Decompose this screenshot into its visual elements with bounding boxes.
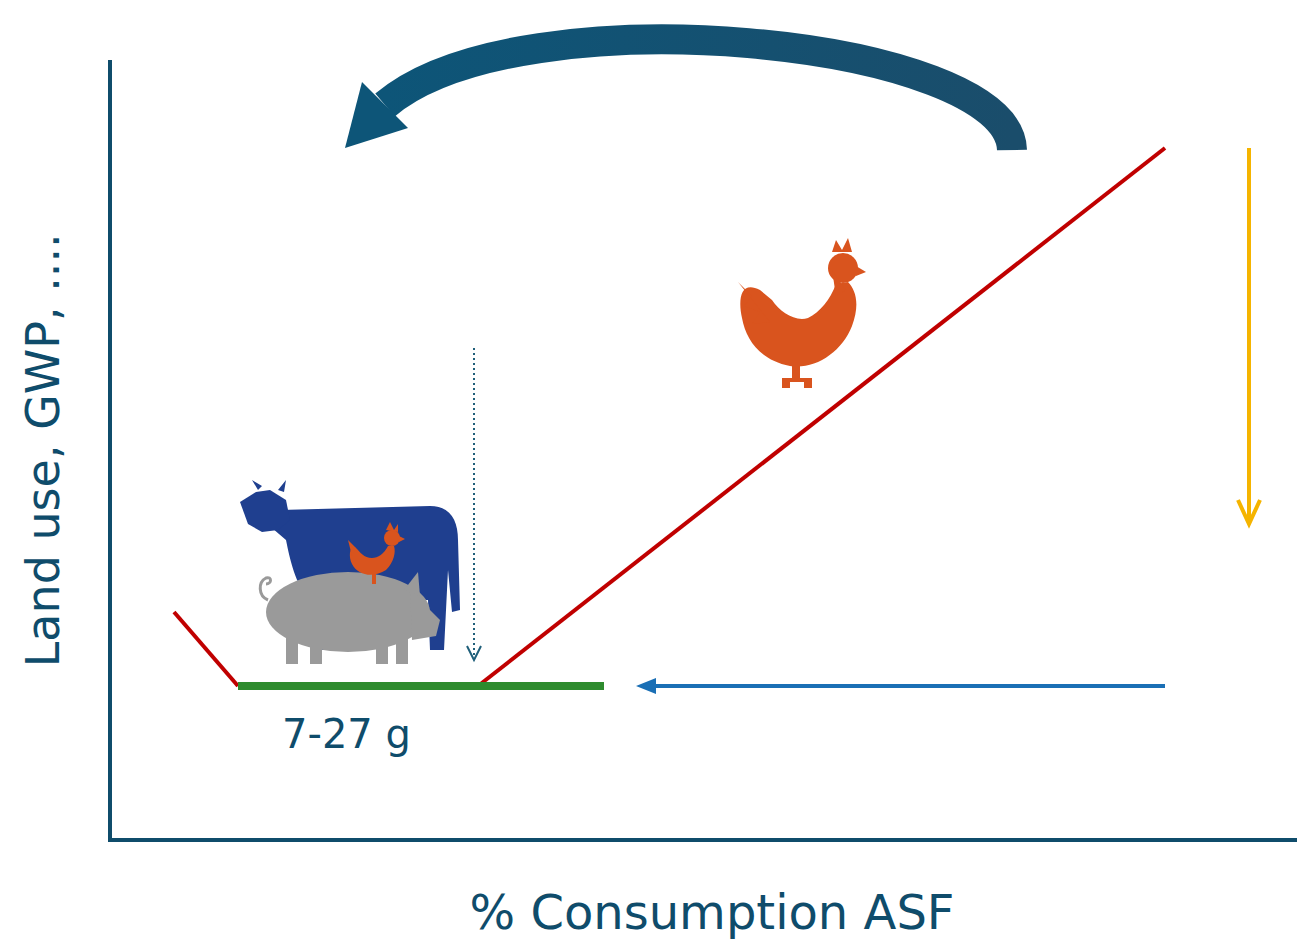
pig-leg — [286, 636, 298, 664]
chicken-tail — [348, 540, 356, 556]
range-label: 7-27 g — [282, 712, 411, 756]
chicken-leg — [372, 574, 376, 584]
arrow-head — [345, 82, 408, 148]
chicken-body — [740, 282, 856, 367]
x-axis — [108, 838, 1297, 842]
pig-head — [410, 590, 440, 640]
chicken-comb — [386, 522, 398, 532]
arrow-head — [636, 678, 656, 694]
chicken-comb — [832, 238, 852, 252]
arrow-head — [467, 646, 481, 660]
y-axis — [108, 60, 112, 842]
x-axis-title: % Consumption ASF — [470, 886, 955, 939]
chicken-tail — [738, 282, 770, 324]
chicken-leg — [792, 364, 800, 378]
rising-right-line — [478, 148, 1165, 686]
pig-ear — [404, 572, 420, 596]
chicken-icon — [738, 238, 866, 388]
y-axis-title: Land use, GWP, .... — [18, 233, 69, 667]
small-chicken-icon — [348, 522, 405, 584]
curved-arrow — [385, 39, 1012, 150]
cow-horns — [252, 480, 286, 492]
chicken-head — [828, 253, 858, 283]
shift-arrow — [650, 684, 1165, 688]
cow-head — [240, 490, 290, 532]
chicken-head — [384, 530, 400, 546]
down-arrow — [1247, 148, 1251, 520]
arrow-head — [1238, 500, 1260, 524]
chicken-body — [350, 546, 395, 575]
rising-left-line — [174, 612, 238, 686]
dotted-arrow — [473, 348, 475, 656]
chicken-neck — [832, 270, 846, 296]
pig-icon — [260, 572, 440, 664]
pig-leg — [376, 638, 388, 664]
optimum-band — [238, 682, 604, 690]
chicken-feet — [782, 378, 812, 388]
pig-tail — [260, 578, 270, 600]
chicken-beak — [399, 536, 405, 542]
pig-leg — [396, 634, 408, 664]
chicken-beak — [856, 266, 866, 276]
pig-leg — [310, 640, 322, 664]
